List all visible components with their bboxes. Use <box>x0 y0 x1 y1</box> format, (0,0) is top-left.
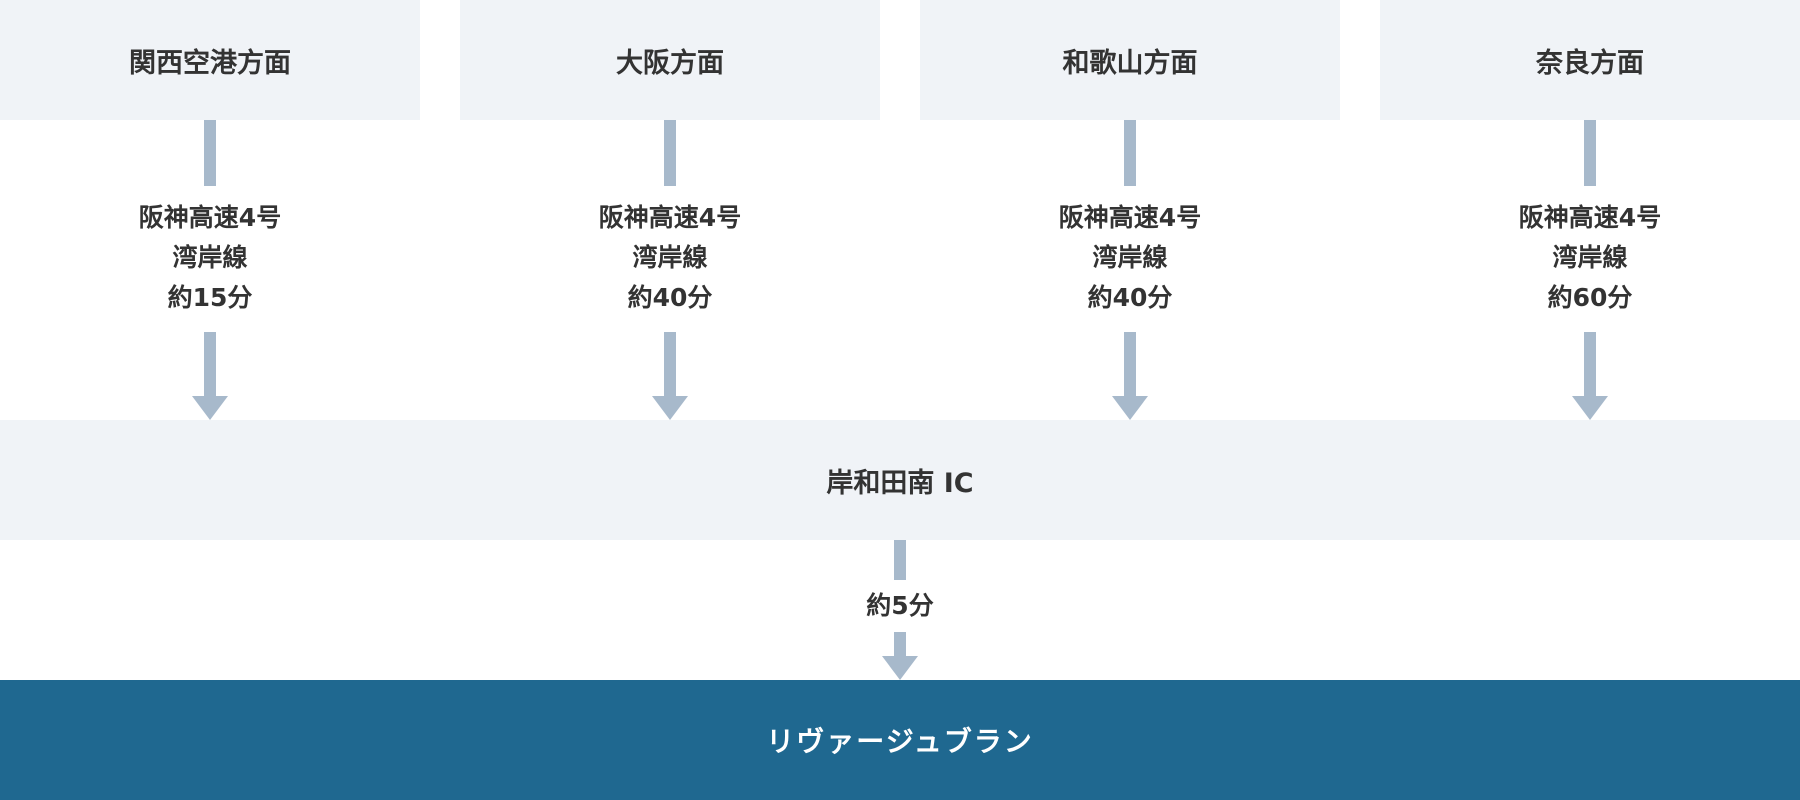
route-time: 約60分 <box>1547 283 1633 312</box>
destination-box: リヴァージュブラン <box>0 680 1800 800</box>
route-line: 湾岸線 <box>172 243 248 272</box>
route-info: 阪神高速4号 湾岸線 約40分 <box>460 198 880 318</box>
route-highway: 阪神高速4号 <box>598 203 742 232</box>
route-line: 湾岸線 <box>632 243 708 272</box>
origin-box-osaka: 大阪方面 <box>460 0 880 120</box>
route-column-kansai-airport: 阪神高速4号 湾岸線 約15分 <box>0 120 420 420</box>
arrow-down-icon <box>882 656 918 680</box>
arrow-stem <box>204 332 216 396</box>
route-column-osaka: 阪神高速4号 湾岸線 約40分 <box>460 120 880 420</box>
route-info: 阪神高速4号 湾岸線 約60分 <box>1380 198 1800 318</box>
arrow-stem <box>1124 120 1136 186</box>
origin-box-wakayama: 和歌山方面 <box>920 0 1340 120</box>
route-time: 約15分 <box>167 283 253 312</box>
route-info: 阪神高速4号 湾岸線 約15分 <box>0 198 420 318</box>
route-highway: 阪神高速4号 <box>1058 203 1202 232</box>
route-column-nara: 阪神高速4号 湾岸線 約60分 <box>1380 120 1800 420</box>
final-leg-time: 約5分 <box>866 591 934 620</box>
origin-label: 関西空港方面 <box>129 47 291 79</box>
origin-label: 大阪方面 <box>616 47 724 79</box>
arrow-stem <box>204 120 216 186</box>
route-column-wakayama: 阪神高速4号 湾岸線 約40分 <box>920 120 1340 420</box>
route-line: 湾岸線 <box>1552 243 1628 272</box>
arrow-stem <box>894 540 906 580</box>
interchange-label: 岸和田南 IC <box>826 467 974 499</box>
arrow-stem <box>1584 332 1596 396</box>
arrow-stem <box>1124 332 1136 396</box>
arrow-down-icon <box>1112 396 1148 420</box>
arrow-down-icon <box>192 396 228 420</box>
arrow-stem <box>894 632 906 656</box>
arrow-stem <box>664 120 676 186</box>
origin-label: 奈良方面 <box>1536 47 1644 79</box>
arrow-down-icon <box>1572 396 1608 420</box>
origin-label: 和歌山方面 <box>1062 47 1198 79</box>
interchange-box: 岸和田南 IC <box>0 420 1800 540</box>
route-highway: 阪神高速4号 <box>1518 203 1662 232</box>
destination-label: リヴァージュブラン <box>766 725 1034 758</box>
origin-box-kansai-airport: 関西空港方面 <box>0 0 420 120</box>
route-line: 湾岸線 <box>1092 243 1168 272</box>
route-highway: 阪神高速4号 <box>138 203 282 232</box>
route-time: 約40分 <box>627 283 713 312</box>
route-time: 約40分 <box>1087 283 1173 312</box>
arrow-down-icon <box>652 396 688 420</box>
origin-box-nara: 奈良方面 <box>1380 0 1800 120</box>
arrow-stem <box>664 332 676 396</box>
route-info: 阪神高速4号 湾岸線 約40分 <box>920 198 1340 318</box>
arrow-stem <box>1584 120 1596 186</box>
